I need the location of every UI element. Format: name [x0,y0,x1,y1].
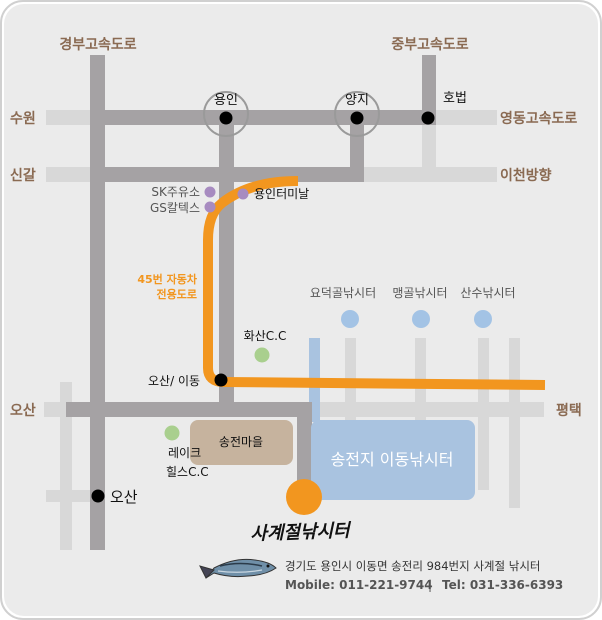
yongin-terminal-dot [237,188,249,200]
tel-text: Tel: 031-336-6393 [442,578,563,592]
road-yeongdong-east [435,110,497,125]
contact-separator: | [428,578,432,592]
road-osan-spur [46,490,98,502]
yongin-ic-ring [203,91,249,137]
label-gs-caltex: GS칼텍스 [150,201,200,215]
label-songjeonji: 송전지 이동낚시터 [331,450,454,469]
sk-gas-station-dot [204,186,216,198]
label-hobeop: 호법 [443,91,467,106]
label-yongin: 용인 [214,93,238,108]
sagyejeol-location-dot [286,479,322,515]
songjeonji-lake [311,420,475,500]
mobile-text: Mobile: 011-221-9744 [285,578,433,592]
label-yodeok: 요덕골낚시터 [310,286,376,300]
label-icheon: 이천방향 [500,167,552,184]
label-lake-hills-1: 레이크 [168,446,201,460]
label-osan-dot: 오산 [110,488,138,506]
road-hobeop-south [422,125,436,168]
label-route45-line1: 45번 자동차 [137,272,197,286]
road-sansu [478,338,489,490]
osan-junction-dot [91,489,105,503]
label-maenggol: 맹골낚시터 [392,286,447,300]
label-jungbu: 중부고속도로 [391,37,468,53]
brand-name: 사계절낚시터 [250,520,352,545]
yangji-junction-dot [350,111,364,125]
road-east-vertical [509,338,520,508]
road-maenggol [415,338,426,490]
route-45-expressway [203,176,546,390]
yangji-ic-ring [334,91,380,137]
road-singal-link [96,167,364,182]
highway-gyeongbu [90,55,105,550]
lake-hills-cc-dot [164,425,180,441]
label-osan-west: 오산 [10,402,36,419]
hwasan-cc-dot [254,347,270,363]
road-songjeon-spur [297,402,312,490]
label-sk-gas: SK주유소 [151,185,200,199]
road-west-vertical [60,382,72,550]
sansu-dot [474,310,492,328]
label-lake-hills-2: 힐스C.C [166,465,209,479]
label-gyeongbu: 경부고속도로 [59,36,136,53]
songjeon-village-area [190,420,293,465]
highway-yeongdong [96,110,436,125]
maenggol-dot [412,310,430,328]
gs-caltex-dot [204,201,216,213]
hobeop-junction-dot [421,111,435,125]
road-yangji-vertical [350,110,364,182]
label-songjeon-village: 송전마을 [219,435,263,449]
highway-jungbu [422,55,436,125]
osan-idong-junction-dot [214,373,228,387]
address-text: 경기도 용인시 이동면 송전리 984번지 사계절 낚시터 [285,559,540,573]
yodeok-dot [341,310,359,328]
label-sansu: 산수낚시터 [460,286,515,300]
road-osan-main [66,402,312,417]
label-yeongdong: 영동고속도로 [500,110,577,127]
road-yodeok [345,338,356,490]
yongin-junction-dot [219,111,233,125]
road-suwon-west [46,110,96,125]
label-suwon: 수원 [10,111,36,127]
label-hwasan: 화산C.C [244,329,287,343]
label-route45-line2: 전용도로 [157,287,197,301]
label-yangji: 양지 [345,93,369,108]
road-yongin-vertical [219,110,234,410]
label-osan-idong: 오산/ 이동 [148,374,200,388]
label-pyeongtaek: 평택 [556,402,582,419]
label-terminal: 용인터미날 [254,187,309,201]
label-singal: 신갈 [10,168,36,184]
fish-logo [199,558,277,579]
